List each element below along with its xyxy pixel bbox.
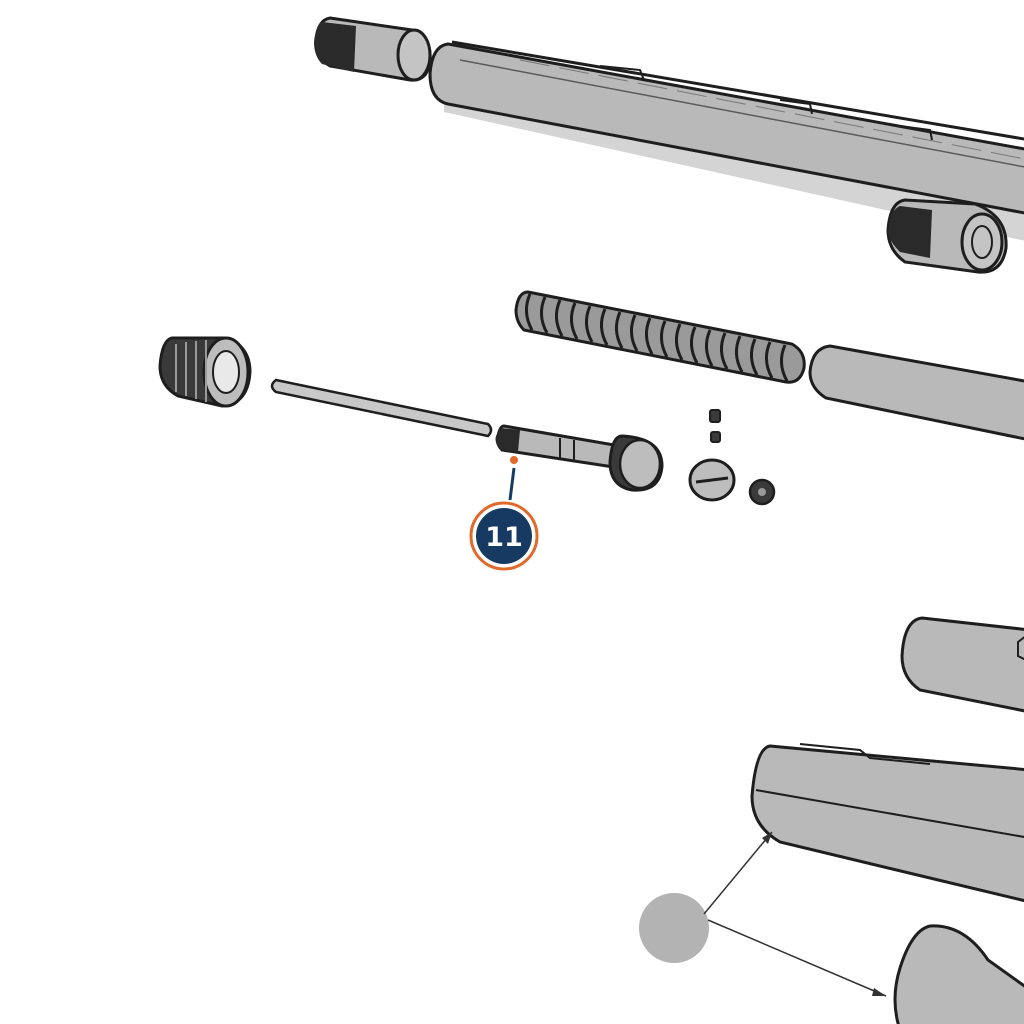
callout-11[interactable]: 11 (469, 456, 539, 571)
front-collar-part (886, 198, 1008, 274)
leader-arrow-upper (703, 831, 773, 915)
butt-stock-part (893, 924, 1024, 1024)
end-cap-part (158, 336, 252, 408)
knurled-nut-part (748, 478, 776, 506)
callout-badge (476, 508, 532, 564)
placeholder-marker (639, 893, 709, 963)
mainspring-part (514, 290, 806, 384)
compression-tube-part (808, 344, 1024, 441)
piston-part (495, 424, 664, 492)
callout-anchor-dot (510, 456, 518, 464)
muzzle-cap-part (314, 16, 432, 82)
callout-leader-line (508, 467, 516, 501)
leader-arrow-lower (707, 919, 887, 997)
forend-stock-part (750, 743, 1024, 903)
guide-rod-part (270, 378, 493, 438)
cocking-disc-part (688, 458, 736, 502)
barrel-sleeve-part (428, 40, 1024, 241)
receiver-block-part (900, 616, 1024, 713)
callout-label: 11 (485, 522, 523, 553)
small-screw-part (709, 409, 721, 443)
